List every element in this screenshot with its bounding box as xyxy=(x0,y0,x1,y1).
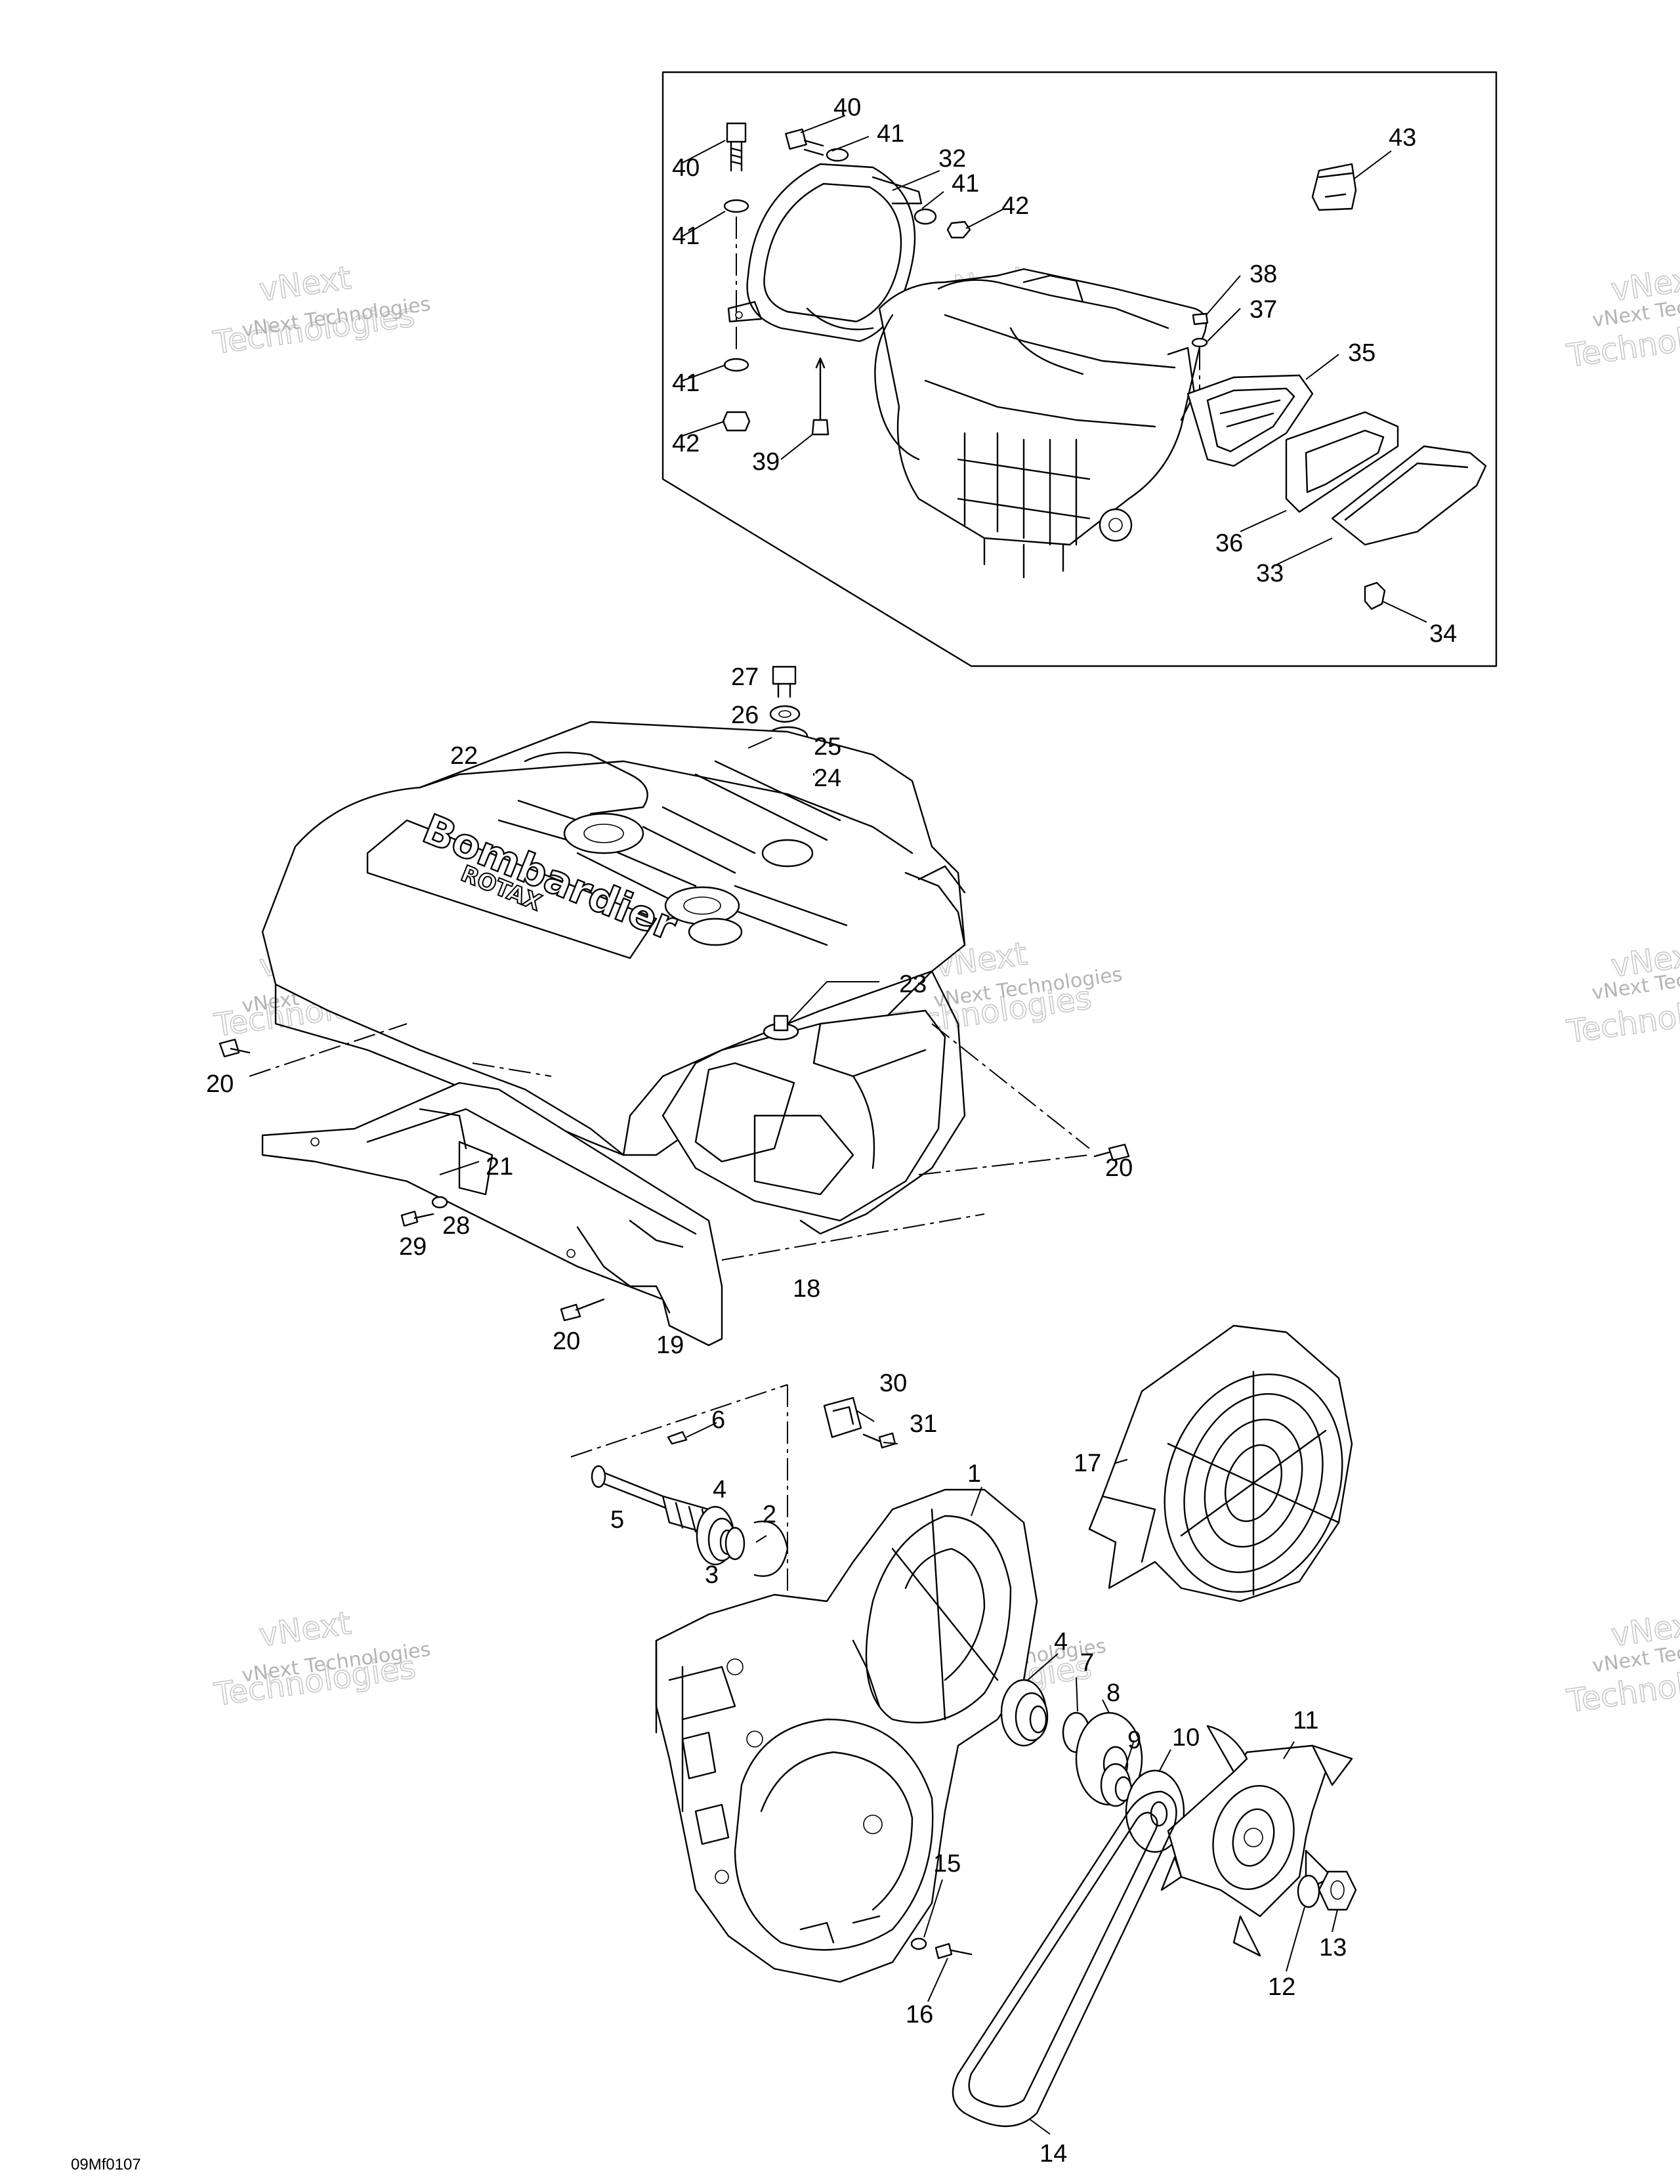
watermark: vNext Technologies vNext Technologies xyxy=(1564,259,1680,375)
callout-38: 38 xyxy=(1250,261,1277,288)
callout-22: 22 xyxy=(450,742,478,770)
air-intake-assembly xyxy=(722,122,1487,610)
svg-text:vNext: vNext xyxy=(257,259,354,308)
intake-silencer-body xyxy=(874,268,1208,579)
callout-41-top: 41 xyxy=(877,120,904,148)
svg-text:vNext: vNext xyxy=(257,1605,354,1654)
watermark: vNext Technologies vNext Technologies xyxy=(210,259,432,362)
callout-34: 34 xyxy=(1429,620,1457,648)
fan-drive-assembly xyxy=(570,1324,1357,2128)
callout-6: 6 xyxy=(711,1406,725,1434)
callout-25: 25 xyxy=(814,733,841,761)
callout-13: 13 xyxy=(1319,1934,1347,1962)
fan-housing-1 xyxy=(655,1488,1038,1983)
inset-frame xyxy=(662,71,1498,667)
callout-20-right: 20 xyxy=(1105,1154,1133,1182)
callout-5: 5 xyxy=(610,1506,624,1534)
watermark: vNext Technologies vNext Technologies xyxy=(1564,1605,1680,1721)
callout-15: 15 xyxy=(933,1850,961,1878)
callout-18: 18 xyxy=(793,1275,820,1303)
callout-7: 7 xyxy=(1080,1649,1094,1677)
leader-lines xyxy=(439,115,1427,2135)
callout-1: 1 xyxy=(967,1460,981,1488)
callout-42-left: 42 xyxy=(672,430,700,457)
callout-12: 12 xyxy=(1268,1973,1295,2001)
callout-33: 33 xyxy=(1256,560,1284,587)
grille-35 xyxy=(1186,374,1314,467)
screw-20-left xyxy=(219,1038,251,1058)
callout-3: 3 xyxy=(705,1561,719,1589)
callout-4-left: 4 xyxy=(713,1476,726,1503)
callout-11: 11 xyxy=(1293,1707,1318,1734)
callout-labels: 40 40 41 41 32 41 42 43 38 37 35 41 42 3… xyxy=(206,94,1457,2168)
bracket-rail-19 xyxy=(261,1082,723,1347)
callout-14: 14 xyxy=(1040,2140,1067,2168)
callout-40-top: 40 xyxy=(833,94,861,121)
bearing-4-left xyxy=(696,1505,736,1566)
callout-35: 35 xyxy=(1348,339,1376,367)
callout-30: 30 xyxy=(879,1370,907,1397)
callout-2: 2 xyxy=(763,1501,776,1528)
callout-17: 17 xyxy=(1074,1450,1101,1477)
intake-funnel-32 xyxy=(727,163,923,343)
screw-20-right xyxy=(1093,1143,1130,1162)
callout-41-left-bottom: 41 xyxy=(672,369,700,397)
callout-26: 26 xyxy=(731,702,759,729)
callout-32: 32 xyxy=(938,145,966,173)
stud-23 xyxy=(763,1015,799,1041)
callout-27: 27 xyxy=(731,663,759,691)
callout-19: 19 xyxy=(656,1332,684,1359)
bolt-40-top xyxy=(785,128,849,162)
watermark: vNext Technologies vNext Technologies xyxy=(211,1605,432,1714)
watermark: vNext Technologies vNext Technologies xyxy=(1564,935,1680,1051)
callout-41-left-top: 41 xyxy=(672,222,700,250)
callout-21: 21 xyxy=(486,1153,513,1181)
callout-36: 36 xyxy=(1215,530,1243,557)
bearing-stack-right xyxy=(1000,1679,1185,1853)
figure-code: 09Mf0107 xyxy=(71,2156,141,2174)
callout-24: 24 xyxy=(814,765,841,792)
belt-14 xyxy=(952,1790,1177,2128)
callout-23: 23 xyxy=(899,971,927,998)
shroud-36 xyxy=(1285,411,1399,513)
callout-28: 28 xyxy=(442,1212,470,1240)
fan-blade-11 xyxy=(1160,1725,1353,1957)
callout-10: 10 xyxy=(1172,1724,1200,1752)
callout-9: 9 xyxy=(1127,1727,1141,1754)
bolt-40-left xyxy=(722,122,751,432)
callout-20-bottom: 20 xyxy=(553,1328,580,1355)
callout-31: 31 xyxy=(910,1410,937,1438)
callout-43: 43 xyxy=(1389,124,1416,152)
callout-39: 39 xyxy=(752,448,780,476)
fan-guard-17 xyxy=(1088,1324,1353,1603)
callout-41-right: 41 xyxy=(952,170,979,198)
screw-20-bottom xyxy=(560,1298,605,1322)
callout-37: 37 xyxy=(1250,296,1277,324)
callout-16: 16 xyxy=(906,2001,933,2028)
callout-42-right: 42 xyxy=(1001,192,1029,220)
engine-cover-22 xyxy=(261,721,966,1235)
callout-20-left: 20 xyxy=(206,1070,234,1098)
engine-cover-assembly: Bombardier ROTAX xyxy=(219,665,1130,1347)
callout-29: 29 xyxy=(399,1233,427,1261)
callout-4-right: 4 xyxy=(1054,1628,1068,1656)
clip-34 xyxy=(1364,581,1386,610)
cover-33 xyxy=(1331,445,1487,546)
callout-8: 8 xyxy=(1106,1679,1120,1707)
clip-43 xyxy=(1311,163,1357,211)
callout-40-left: 40 xyxy=(672,154,700,182)
